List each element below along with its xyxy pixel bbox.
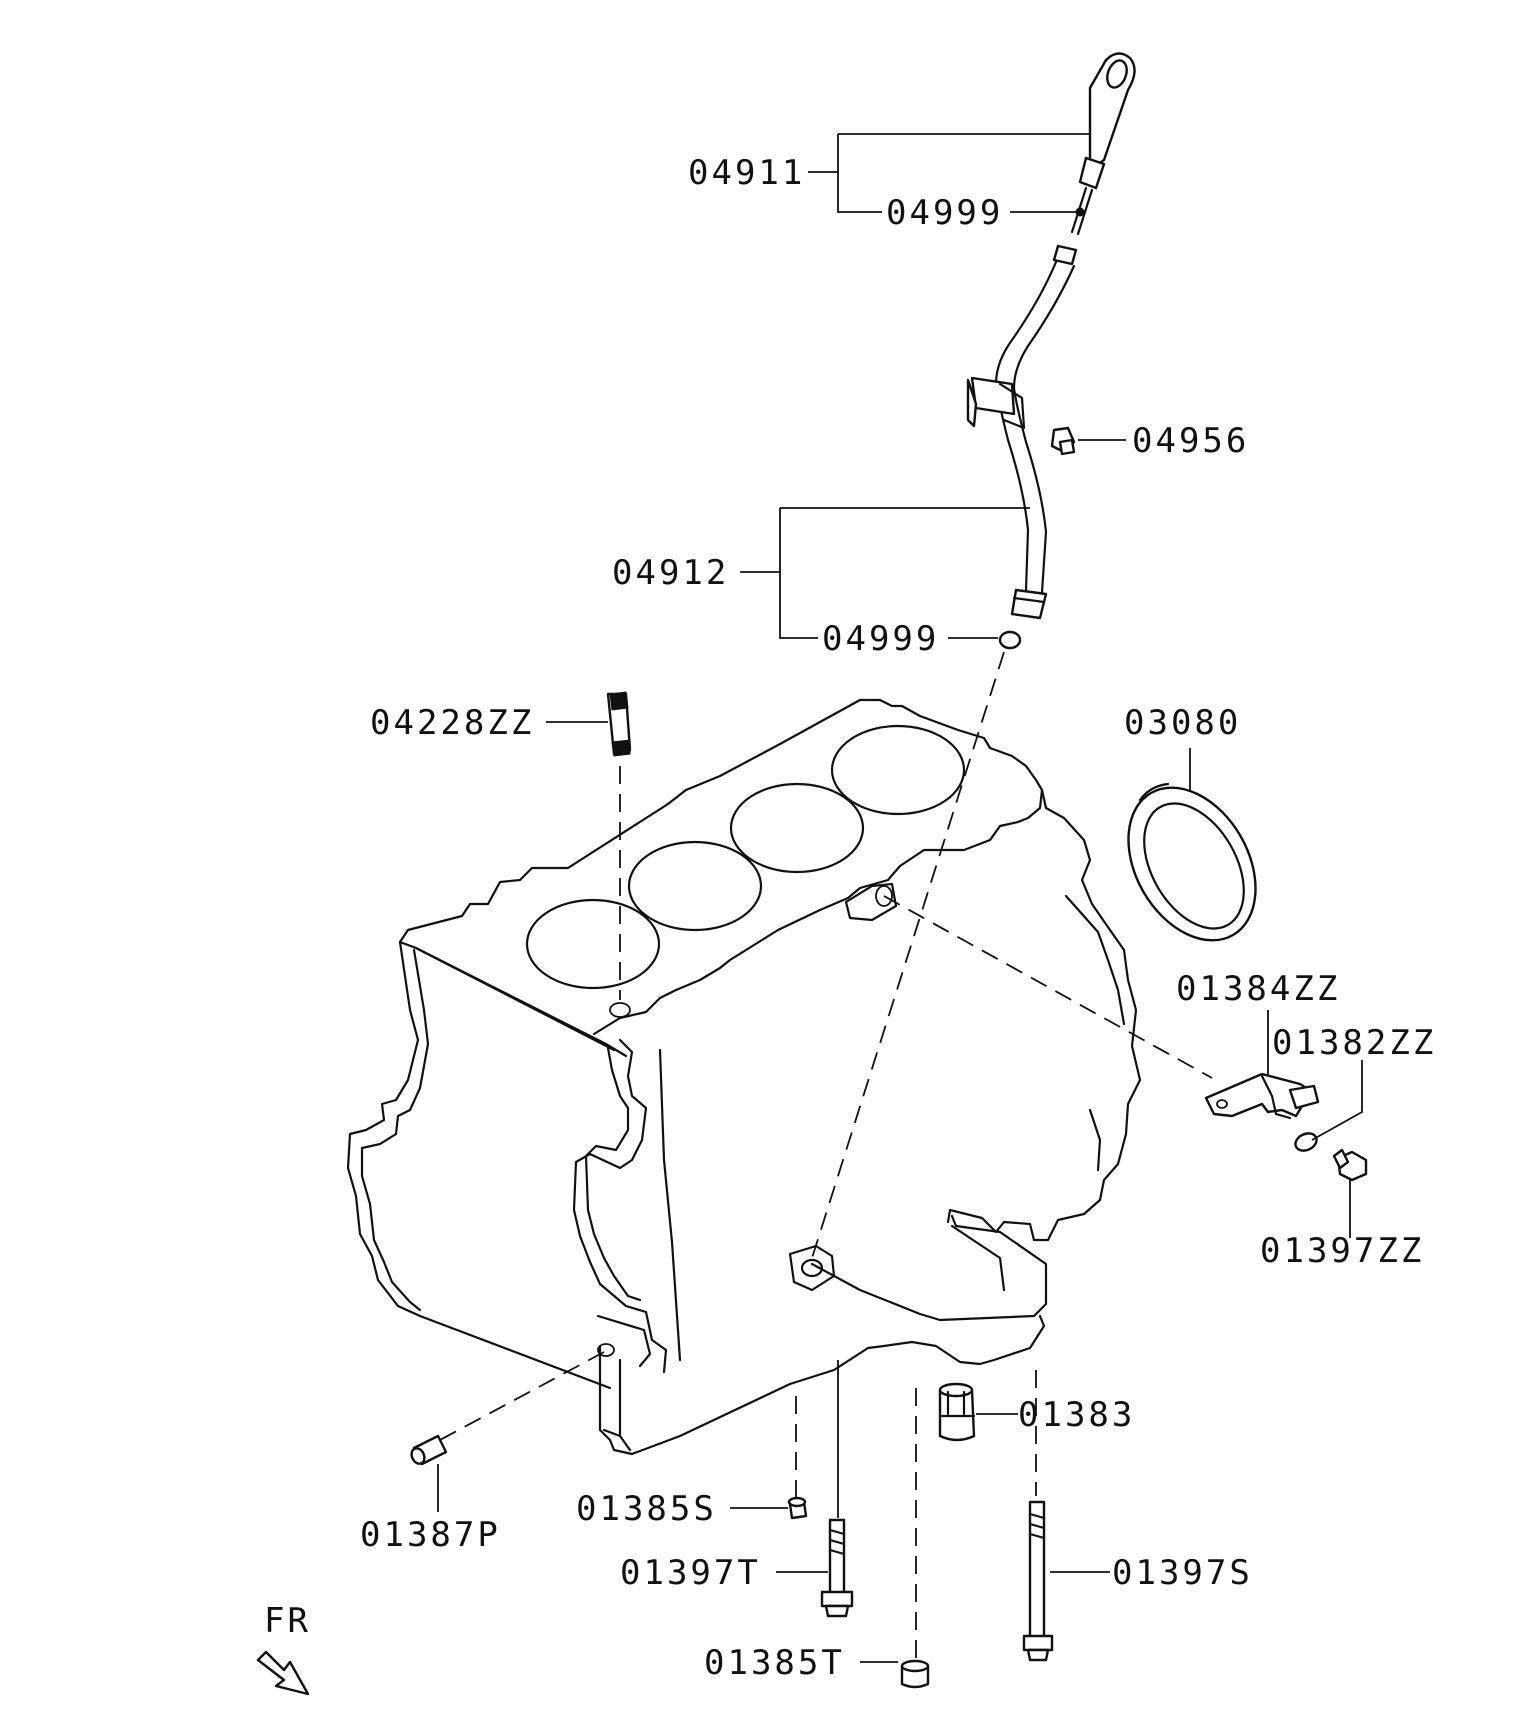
installation-lines [439,651,1213,1660]
label-04999-lower: 04999 [822,619,939,659]
bolt-04956 [1050,426,1076,456]
dipstick-guide-tube-04912 [966,244,1078,620]
part-labels: 04911 04999 04956 04912 04999 04228ZZ 03… [360,153,1436,1683]
o-ring-01382ZZ [1294,1132,1318,1152]
label-01397ZZ: 01397ZZ [1260,1231,1424,1271]
bolt-01397T [820,1518,854,1618]
bolt-01397S [1022,1500,1054,1662]
label-04912: 04912 [612,553,729,593]
front-indicator: FR [256,1601,311,1696]
label-01384ZZ: 01384ZZ [1176,969,1340,1009]
cap-01385S [787,1496,808,1520]
rear-oil-seal-03080 [1127,782,1257,942]
label-04999-upper: 04999 [886,193,1003,233]
label-03080: 03080 [1124,703,1241,743]
bushing-01383 [938,1382,976,1442]
front-arrow-icon [256,1650,310,1696]
plug-04228ZZ [606,691,632,757]
bolt-01397ZZ [1332,1148,1368,1182]
dowel-pin-01387P [410,1434,448,1466]
bracket-01384ZZ [1204,1072,1320,1120]
front-label: FR [264,1601,311,1641]
label-01385S: 01385S [576,1489,717,1529]
label-04956: 04956 [1132,421,1249,461]
o-ring-04999-lower [998,630,1022,650]
label-01387P: 01387P [360,1515,501,1555]
label-01383: 01383 [1018,1395,1135,1435]
dipstick-04911 [1070,52,1136,236]
label-04911: 04911 [688,153,805,193]
label-01382ZZ: 01382ZZ [1272,1023,1436,1063]
plug-01385T [900,1659,930,1689]
label-04228ZZ: 04228ZZ [370,703,534,743]
label-01397S: 01397S [1112,1553,1253,1593]
leader-lines [437,133,1363,1663]
cylinder-block [346,698,1142,1456]
label-01385T: 01385T [704,1643,845,1683]
label-01397T: 01397T [620,1553,761,1593]
